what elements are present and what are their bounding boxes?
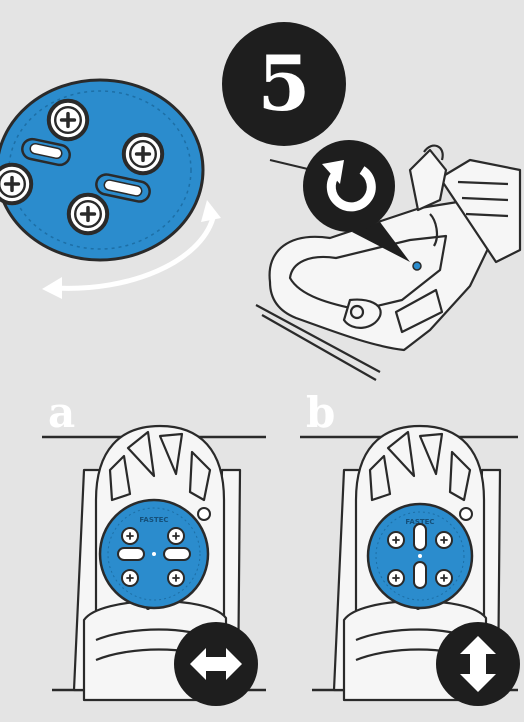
panel-a-disc: FASTEC [100, 500, 208, 608]
adjustment-screw [413, 262, 421, 270]
vertical-arrows-icon [436, 622, 520, 706]
horizontal-arrows-icon [174, 622, 258, 706]
step-number-badge: 5 [222, 22, 346, 146]
mounting-disc [0, 80, 203, 260]
panel-label-b: b [306, 392, 335, 434]
panel-label-a: a [48, 392, 75, 434]
panel-b-disc: FASTEC [368, 504, 472, 608]
disc-brand: FASTEC [139, 516, 168, 524]
